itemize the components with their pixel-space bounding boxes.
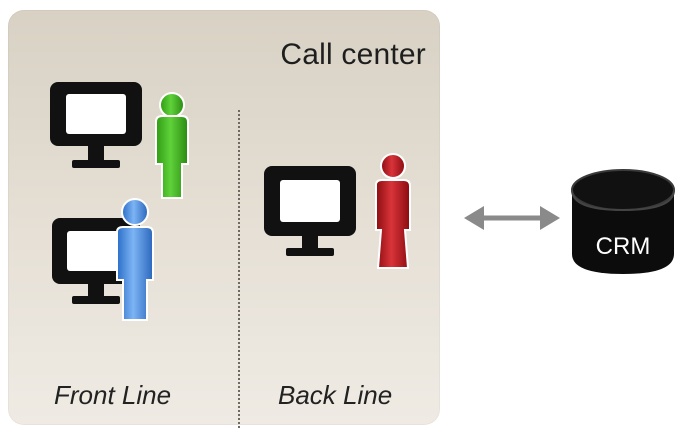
- person-icon: [375, 153, 411, 269]
- crm-label: CRM: [596, 233, 651, 260]
- back-line-label: Back Line: [278, 380, 393, 410]
- database-icon: [571, 169, 675, 274]
- double-arrow-connector: [464, 206, 560, 230]
- back-agent-1: [264, 153, 411, 269]
- person-icon: [116, 198, 154, 321]
- panel-title: Call center: [280, 38, 426, 71]
- front-agent-2: [52, 198, 154, 321]
- person-icon: [155, 92, 189, 199]
- call-center-panel: Call center Front Line Back Line: [8, 10, 440, 428]
- column-divider: [238, 110, 240, 428]
- monitor-icon: [50, 82, 142, 168]
- crm-database: CRM: [571, 169, 675, 274]
- monitor-icon: [264, 166, 356, 256]
- front-line-label: Front Line: [54, 380, 172, 410]
- front-agent-1: [50, 82, 189, 199]
